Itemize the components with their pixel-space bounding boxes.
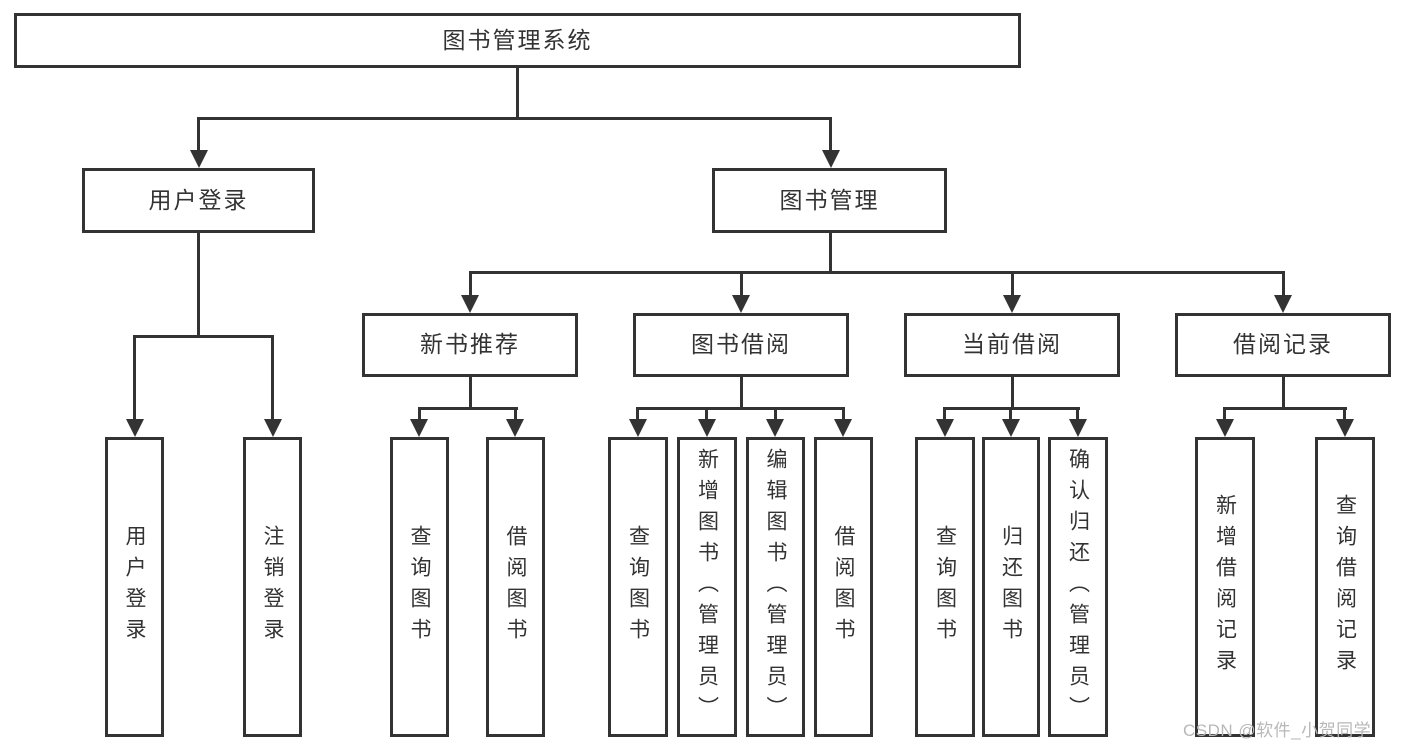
arrow-down-icon: [461, 295, 479, 313]
arrow-down-icon: [190, 150, 208, 168]
arrow-down-icon: [1003, 295, 1021, 313]
connector-line: [636, 407, 845, 410]
connector-line: [1223, 407, 1347, 410]
connector-line: [133, 335, 136, 419]
connector-line: [1009, 407, 1012, 421]
connector-line: [271, 335, 274, 419]
arrow-down-icon: [1069, 419, 1087, 437]
node-library-system: 图书管理系统: [14, 13, 1021, 68]
connector-line: [740, 377, 743, 410]
leaf-user-login: 用户登录: [105, 437, 164, 737]
connector-line: [516, 67, 519, 119]
node-new-book-recommend: 新书推荐: [362, 313, 578, 377]
connector-line: [842, 407, 845, 421]
leaf-logout: 注销登录: [243, 437, 302, 737]
connector-line: [740, 271, 743, 297]
node-user-login: 用户登录: [82, 168, 315, 233]
node-book-management: 图书管理: [712, 168, 947, 233]
arrow-down-icon: [1336, 419, 1354, 437]
connector-line: [469, 377, 472, 410]
leaf-query-borrow-record: 查询借阅记录: [1315, 437, 1375, 737]
arrow-down-icon: [1216, 419, 1234, 437]
connector-line: [418, 407, 421, 421]
arrow-down-icon: [1274, 295, 1292, 313]
connector-line: [1343, 407, 1346, 421]
connector-line: [197, 233, 200, 338]
leaf-edit-book-admin: 编辑图书（管理员）: [746, 437, 805, 737]
connector-line: [774, 407, 777, 421]
arrow-down-icon: [264, 419, 282, 437]
connector-line: [1076, 407, 1079, 421]
leaf-query-books-borrow: 查询图书: [608, 437, 668, 737]
arrow-down-icon: [936, 419, 954, 437]
leaf-confirm-return-admin: 确认归还（管理员）: [1048, 437, 1108, 737]
arrow-down-icon: [834, 419, 852, 437]
connector-line: [133, 335, 274, 338]
watermark: CSDN @软件_小贺同学: [1183, 721, 1372, 740]
leaf-query-books-current: 查询图书: [915, 437, 975, 737]
arrow-down-icon: [766, 419, 784, 437]
arrow-down-icon: [506, 419, 524, 437]
connector-line: [829, 233, 832, 274]
leaf-borrow-books-recommend: 借阅图书: [486, 437, 545, 737]
node-borrow-records: 借阅记录: [1175, 313, 1391, 377]
connector-line: [197, 117, 832, 120]
node-book-borrow: 图书借阅: [633, 313, 849, 377]
leaf-return-book: 归还图书: [982, 437, 1040, 737]
connector-line: [469, 271, 1285, 274]
arrow-down-icon: [126, 419, 144, 437]
leaf-query-books-recommend: 查询图书: [390, 437, 449, 737]
arrow-down-icon: [629, 419, 647, 437]
connector-line: [705, 407, 708, 421]
connector-line: [1011, 377, 1014, 410]
node-current-borrow: 当前借阅: [904, 313, 1120, 377]
arrow-down-icon: [698, 419, 716, 437]
connector-line: [418, 407, 518, 410]
connector-line: [469, 271, 472, 297]
connector-line: [829, 117, 832, 153]
connector-line: [197, 117, 200, 153]
connector-line: [1011, 271, 1014, 297]
connector-line: [514, 407, 517, 421]
connector-line: [1223, 407, 1226, 421]
connector-line: [943, 407, 946, 421]
leaf-add-borrow-record: 新增借阅记录: [1195, 437, 1255, 737]
leaf-add-book-admin: 新增图书（管理员）: [677, 437, 737, 737]
arrow-down-icon: [1002, 419, 1020, 437]
arrow-down-icon: [822, 150, 840, 168]
leaf-borrow-books: 借阅图书: [814, 437, 873, 737]
connector-line: [1282, 377, 1285, 410]
arrow-down-icon: [410, 419, 428, 437]
connector-line: [1282, 271, 1285, 297]
connector-line: [636, 407, 639, 421]
arrow-down-icon: [732, 295, 750, 313]
